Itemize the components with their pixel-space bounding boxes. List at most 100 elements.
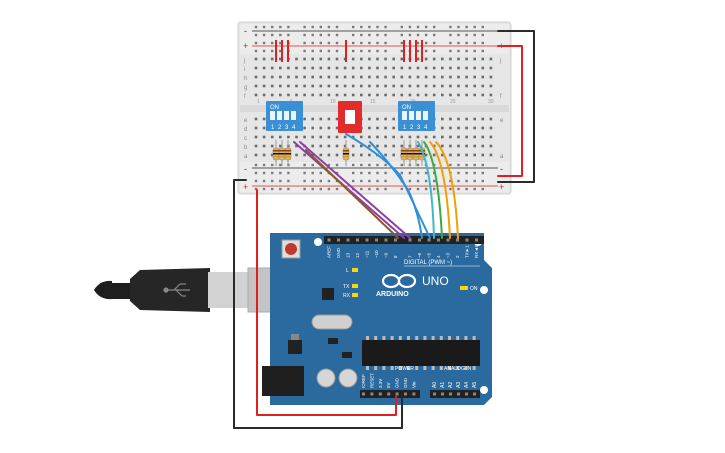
on-led-label: ON xyxy=(470,286,478,292)
row-letter-j-right: j xyxy=(499,58,501,64)
row-letter-a: a xyxy=(244,154,248,160)
led-label-tx: TX xyxy=(343,284,350,290)
arduino-brand: ARDUINO xyxy=(376,291,409,298)
digital-pin-label: 8 xyxy=(393,255,398,258)
usb-cable-end xyxy=(94,280,112,300)
digital-pin-label: AREF xyxy=(327,246,332,258)
digital-pin-label: ~3 xyxy=(446,252,451,258)
row-letter-g: g xyxy=(244,85,247,91)
wire-brown[interactable] xyxy=(305,149,399,239)
mount-hole xyxy=(480,386,488,394)
dip-right-toggle-2[interactable] xyxy=(409,111,414,120)
digital-pin-label: ~10 xyxy=(374,250,379,258)
wire-purple-2[interactable] xyxy=(299,141,411,239)
wire-red-right[interactable] xyxy=(497,45,523,177)
wire-red-5v[interactable] xyxy=(256,189,397,416)
dip-left-toggle-1[interactable] xyxy=(270,111,275,120)
digital-pin-label: ~11 xyxy=(365,250,370,258)
rail-plus-label-bottom-right: + xyxy=(499,182,504,192)
reset-button-cap[interactable] xyxy=(285,243,297,255)
wire-green[interactable] xyxy=(423,141,443,239)
slide-switch-knob[interactable] xyxy=(345,110,355,124)
dip-left-on-label: ON xyxy=(270,105,279,111)
wire-orange-2[interactable] xyxy=(435,141,459,239)
power-pin-label: 5V xyxy=(386,382,391,388)
dip-right-toggle-1[interactable] xyxy=(402,111,407,120)
on-led xyxy=(460,286,468,290)
analog-pin-label: A0 xyxy=(432,382,438,388)
arduino-logo xyxy=(381,273,417,289)
voltage-regulator xyxy=(288,340,302,354)
digital-pin-label: RX◄0 xyxy=(474,244,479,258)
digital-label: DIGITAL (PWM ~) xyxy=(404,260,452,266)
led-label-rx: RX xyxy=(343,293,351,299)
dip-left-toggle-4[interactable] xyxy=(291,111,296,120)
usb-plug-metal xyxy=(208,272,248,308)
digital-pin-label: ~5 xyxy=(427,252,432,258)
power-pin-label: 3.3V xyxy=(378,379,383,388)
dip-left-pos-1: 1 xyxy=(271,125,275,131)
digital-pin-label: 12 xyxy=(355,252,360,258)
power-label: POWER xyxy=(395,366,414,372)
wire-teal[interactable] xyxy=(417,141,435,239)
dip-left-toggle-2[interactable] xyxy=(277,111,282,120)
analog-pin-label: A2 xyxy=(448,382,454,388)
dip-right-toggle-3[interactable] xyxy=(416,111,421,120)
digital-pin-label: 7 xyxy=(408,255,413,258)
dip-right-pos-4: 4 xyxy=(424,125,428,131)
col-number-1: 1 xyxy=(257,99,260,105)
row-letter-d: d xyxy=(244,127,247,133)
col-number-25: 25 xyxy=(450,99,456,105)
digital-pin-label: TX►1 xyxy=(465,245,470,258)
wire-orange-1[interactable] xyxy=(429,141,451,239)
row-letter-a-right: a xyxy=(500,154,504,160)
dip-switch-left[interactable]: ON 1 2 3 4 xyxy=(266,101,303,131)
power-pin-label: Vin xyxy=(411,381,416,388)
digital-pin-label: 4 xyxy=(436,255,441,258)
row-letter-b: b xyxy=(244,145,248,151)
dip-right-toggle-4[interactable] xyxy=(423,111,428,120)
top-jumpers xyxy=(275,40,423,62)
rail-minus-label: - xyxy=(244,26,247,36)
digital-pin-label: ~6 xyxy=(417,252,422,258)
digital-pin-holes xyxy=(327,238,478,242)
dip-right-on-label: ON xyxy=(402,105,411,111)
col-number-15: 15 xyxy=(370,99,376,105)
usb-icon xyxy=(163,283,190,297)
dip-right-pos-1: 1 xyxy=(403,125,407,131)
mount-hole xyxy=(314,238,322,246)
analog-pin-label: A4 xyxy=(464,382,470,388)
row-letter-i: i xyxy=(244,67,245,73)
wire-black-right[interactable] xyxy=(497,30,535,183)
row-letter-f-right: f xyxy=(500,94,502,100)
power-pin-label: GND xyxy=(403,377,408,388)
row-letter-c: c xyxy=(244,136,247,142)
col-number-10: 10 xyxy=(330,99,336,105)
center-channel xyxy=(240,105,509,112)
digital-pin-label: ~9 xyxy=(384,252,389,258)
digital-header xyxy=(324,236,484,244)
microcontroller-chip xyxy=(362,340,480,366)
wire-black-gnd[interactable] xyxy=(233,179,403,429)
row-letter-j: j xyxy=(243,58,245,64)
dip-switch-right[interactable]: ON 1 2 3 4 xyxy=(398,101,435,131)
slide-switch[interactable] xyxy=(338,101,362,133)
digital-pin-label: 13 xyxy=(346,252,351,258)
dip-left-toggle-3[interactable] xyxy=(284,111,289,120)
row-letter-e-right: e xyxy=(500,118,504,124)
wires xyxy=(233,30,535,429)
power-jack xyxy=(262,366,304,396)
row-letter-e: e xyxy=(244,118,248,124)
wire-blue-2[interactable] xyxy=(345,133,431,239)
rail-minus-label-bottom: - xyxy=(244,164,247,174)
power-pin-label: GND xyxy=(395,377,400,388)
rail-plus-label: + xyxy=(243,41,248,51)
analog-label: ANALOG IN xyxy=(444,366,472,372)
dip-right-pos-2: 2 xyxy=(410,125,414,131)
rail-plus-label-bottom: + xyxy=(243,182,248,192)
usb-chip xyxy=(322,288,334,300)
